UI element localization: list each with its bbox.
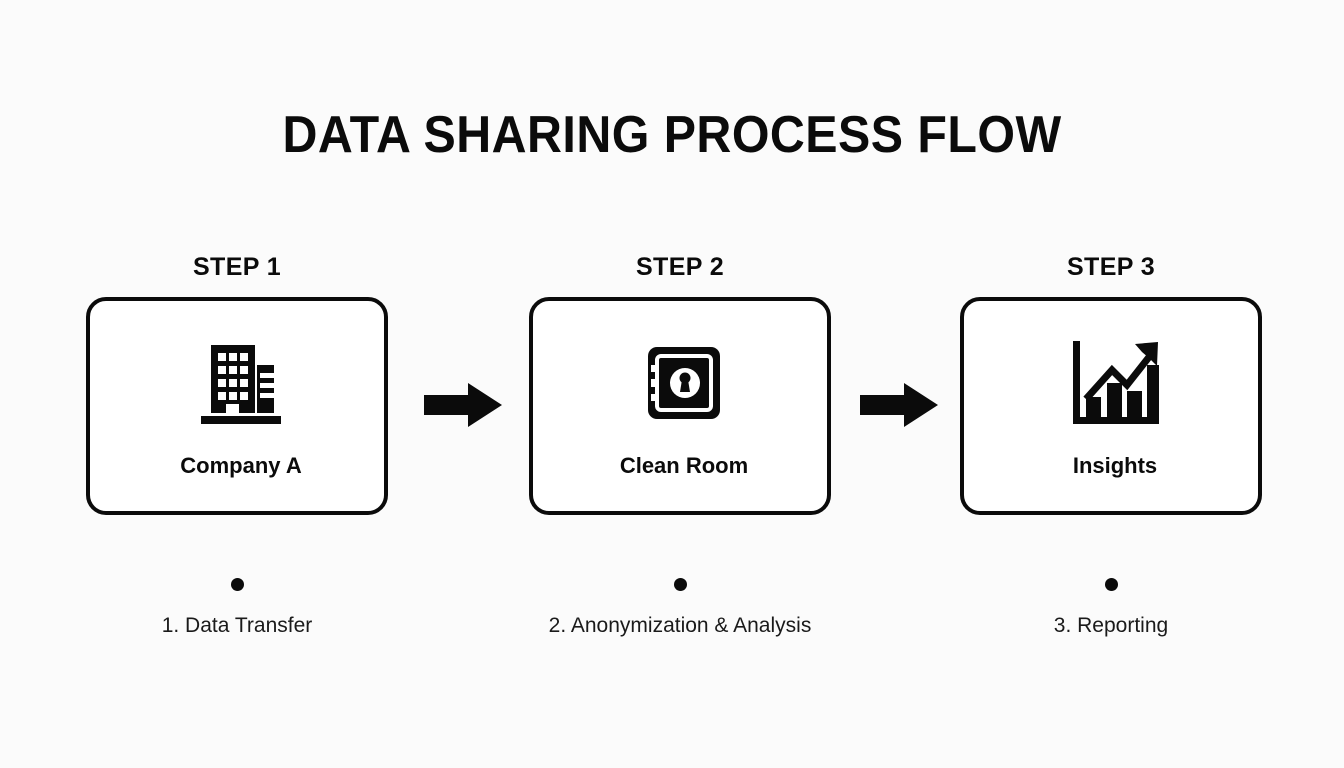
step-2-label: Clean Room [619,453,749,478]
step-1-heading: STEP 1 [192,253,282,281]
annotation-3-label: 3. Reporting [1053,614,1169,637]
annotation-3: 3. Reporting [960,578,1262,639]
annotation-1: 1. Data Transfer [86,578,388,639]
arrow-right-icon [424,381,502,429]
safe-vault-icon [533,335,835,431]
arrow-right-icon [860,381,938,429]
step-2-card[interactable]: Clean Room [529,297,831,515]
growth-bar-chart-icon [964,335,1266,431]
page-title: DATA SHARING PROCESS FLOW [282,106,1062,164]
annotation-1-label: 1. Data Transfer [161,614,313,637]
step-2-group: STEP 2 Clean Room [529,252,831,515]
office-building-icon [90,335,392,431]
step-2-heading: STEP 2 [635,253,725,281]
bullet-dot-icon [230,578,244,591]
step-1-card[interactable]: Company A [86,297,388,515]
step-3-group: STEP 3 Insights [960,252,1262,515]
annotation-2-label: 2. Anonymization & Analysis [548,614,812,637]
step-3-heading: STEP 3 [1066,253,1156,281]
bullet-dot-icon [673,578,687,591]
step-3-label: Insights [1072,453,1158,478]
step-3-card[interactable]: Insights [960,297,1262,515]
step-1-group: STEP 1 [86,252,388,515]
bullet-dot-icon [1104,578,1118,591]
step-1-label: Company A [180,453,302,478]
annotation-2: 2. Anonymization & Analysis [529,578,831,639]
